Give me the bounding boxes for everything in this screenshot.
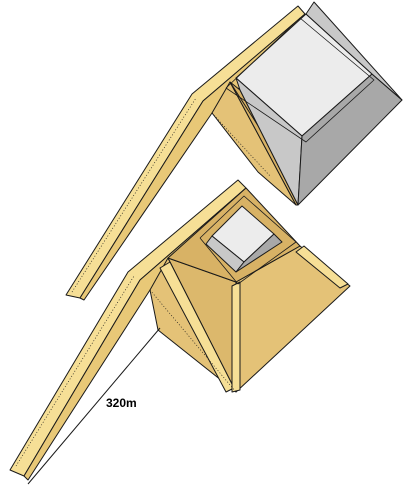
- lower-block-right: [235, 233, 283, 273]
- upper-model: [65, 1, 403, 301]
- lower-rib-right: [295, 245, 349, 289]
- lower-rib-mid: [231, 281, 241, 393]
- dimension-label: 320m: [106, 396, 137, 410]
- upper-block-back: [305, 1, 403, 101]
- dimension-annotation: 320m: [27, 327, 161, 485]
- dimension-line: [27, 327, 161, 485]
- lower-model: [9, 179, 351, 481]
